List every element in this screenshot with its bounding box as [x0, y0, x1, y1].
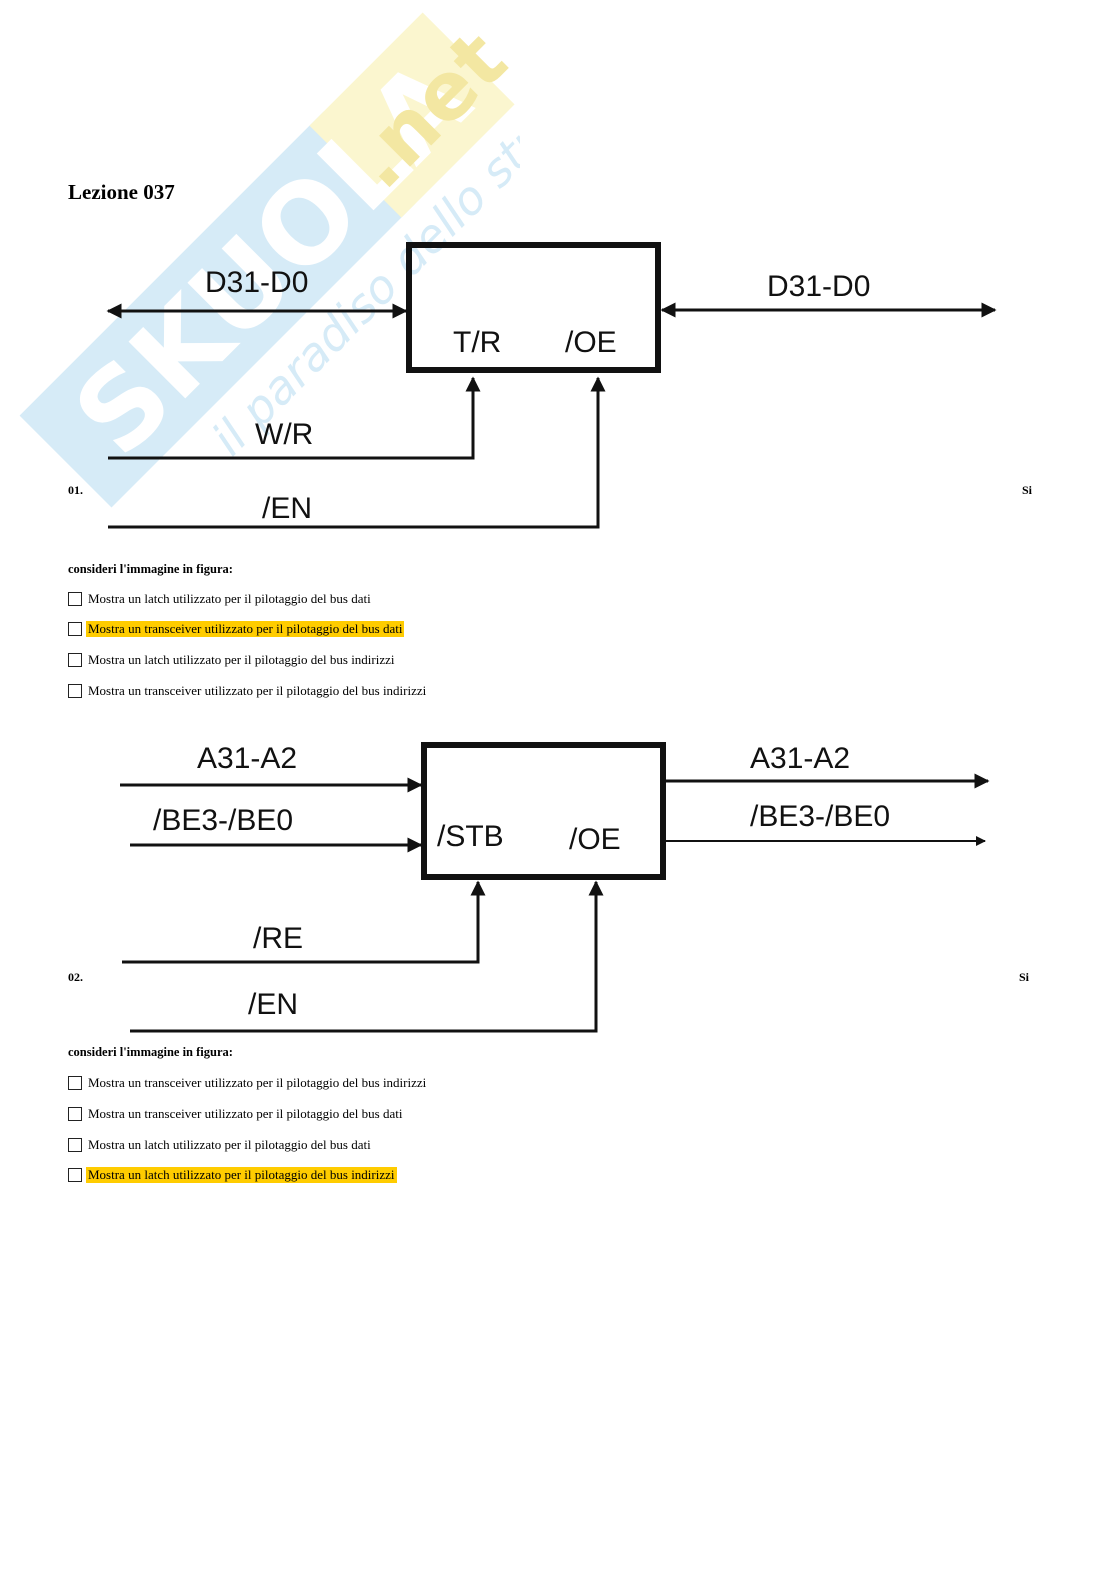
answer-text-highlighted: Mostra un latch utilizzato per il pilota… — [86, 1167, 397, 1183]
pin-oe-label: /OE — [569, 823, 621, 856]
answer-checkbox[interactable] — [68, 1138, 82, 1152]
answer-checkbox[interactable] — [68, 653, 82, 667]
answer-text-highlighted: Mostra un transceiver utilizzato per il … — [86, 621, 405, 637]
latch-diagram: A31-A2 /BE3-/BE0 A31-A2 /BE3-/BE0 /STB /… — [120, 742, 990, 1033]
answer-option[interactable]: Mostra un latch utilizzato per il pilota… — [68, 652, 397, 668]
answer-text: Mostra un transceiver utilizzato per il … — [88, 1075, 427, 1090]
answer-checkbox[interactable] — [68, 1076, 82, 1090]
en-signal-line — [108, 376, 606, 529]
pin-oe-label: /OE — [565, 326, 617, 359]
out-bus1-label: A31-A2 — [750, 742, 850, 775]
answer-text: Mostra un latch utilizzato per il pilota… — [88, 1137, 371, 1152]
transceiver-box — [406, 242, 661, 373]
watermark-yellow-band — [309, 12, 515, 218]
in-bus1-label: A31-A2 — [197, 742, 297, 775]
transceiver-diagram: D31-D0 D31-D0 T/R /OE W/R /EN — [106, 242, 997, 529]
question-prompt: consideri l'immagine in figura: — [68, 1045, 233, 1059]
question-number: 01. — [68, 483, 83, 497]
question-prompt: consideri l'immagine in figura: — [68, 562, 233, 576]
en-signal-line — [130, 880, 604, 1033]
left-bus-label: D31-D0 — [205, 266, 308, 299]
answer-checkbox[interactable] — [68, 684, 82, 698]
wr-signal-line — [108, 376, 481, 460]
re-signal-line — [122, 880, 486, 964]
question-number: 02. — [68, 970, 83, 984]
answer-checkbox[interactable] — [68, 1107, 82, 1121]
answer-option[interactable]: Mostra un latch utilizzato per il pilota… — [68, 1137, 373, 1153]
question-prompt-start: Si — [1022, 483, 1033, 497]
answer-option[interactable]: Mostra un latch utilizzato per il pilota… — [68, 591, 373, 607]
en-label: /EN — [248, 988, 298, 1021]
answer-option[interactable]: Mostra un transceiver utilizzato per il … — [68, 1106, 404, 1122]
answer-text: Mostra un latch utilizzato per il pilota… — [88, 652, 395, 667]
answer-checkbox[interactable] — [68, 622, 82, 636]
answer-checkbox[interactable] — [68, 1168, 82, 1182]
pin-stb-label: /STB — [437, 820, 504, 853]
answer-text: Mostra un transceiver utilizzato per il … — [88, 683, 427, 698]
answer-option[interactable]: Mostra un transceiver utilizzato per il … — [68, 683, 428, 699]
answer-option-correct[interactable]: Mostra un latch utilizzato per il pilota… — [68, 1167, 397, 1183]
watermark-domain: .net — [331, 13, 520, 206]
en-label: /EN — [262, 492, 312, 525]
pin-tr-label: T/R — [453, 326, 501, 359]
out-bus2-label: /BE3-/BE0 — [750, 800, 890, 833]
wr-label: W/R — [255, 418, 313, 451]
lesson-title: Lezione 037 — [68, 180, 175, 204]
answer-text: Mostra un transceiver utilizzato per il … — [88, 1106, 403, 1121]
in-bus2-label: /BE3-/BE0 — [153, 804, 293, 837]
question-prompt-start: Si — [1019, 970, 1030, 984]
answer-text: Mostra un latch utilizzato per il pilota… — [88, 591, 371, 606]
re-label: /RE — [253, 922, 303, 955]
latch-box — [421, 742, 666, 880]
right-bus-label: D31-D0 — [767, 270, 870, 303]
answer-checkbox[interactable] — [68, 592, 82, 606]
answer-option[interactable]: Mostra un transceiver utilizzato per il … — [68, 1075, 428, 1091]
answer-option-correct[interactable]: Mostra un transceiver utilizzato per il … — [68, 621, 405, 637]
